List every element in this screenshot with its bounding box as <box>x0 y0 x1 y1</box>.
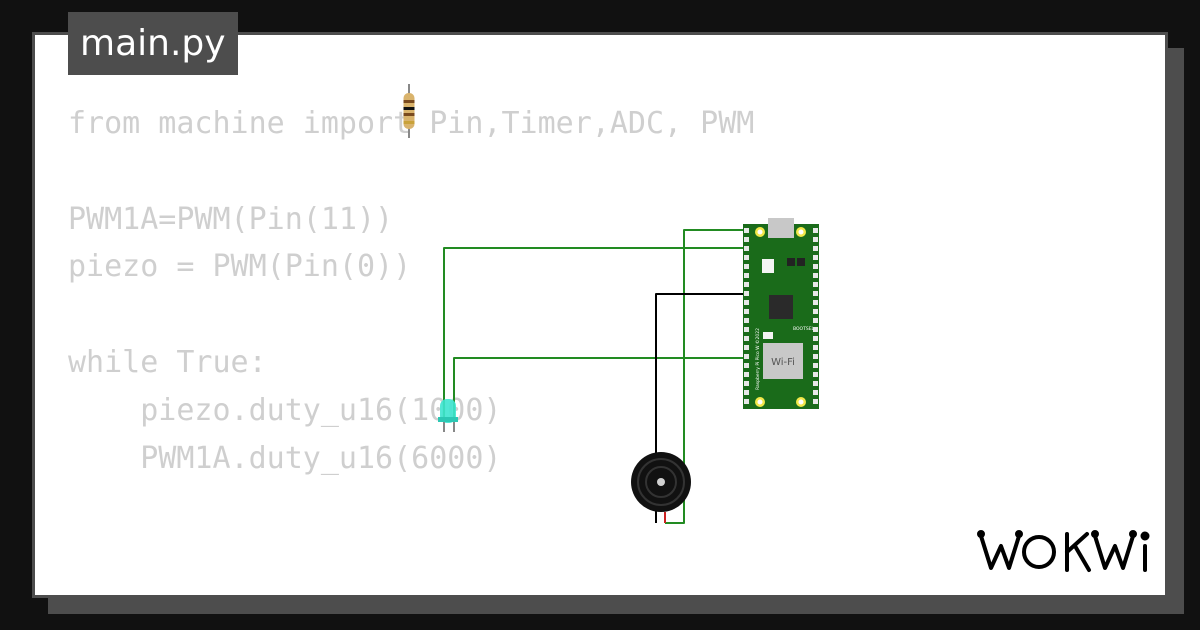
board-side-label: Raspberry Pi Pico W ©2022 <box>754 328 761 390</box>
wifi-label: Wi-Fi <box>771 357 795 368</box>
bootsel-label: BOOTSEL <box>793 326 815 332</box>
wifi-module <box>763 343 803 379</box>
bootsel-button[interactable] <box>762 259 774 273</box>
code-line: piezo = PWM(Pin(0)) <box>68 249 412 285</box>
code-line: from machine import Pin,Timer,ADC, PWM <box>68 106 755 141</box>
usb-port <box>768 218 794 238</box>
buzzer[interactable] <box>631 452 691 512</box>
wokwi-logo <box>975 524 1155 580</box>
wire-black-buzzer <box>655 293 748 523</box>
code-line: PWM1A.duty_u16(6000) <box>68 440 502 476</box>
pico-w-board[interactable]: BOOTSEL Wi-Fi Raspberry Pi Pico W ©2022 <box>743 218 819 409</box>
board-pins-right <box>813 228 818 404</box>
preview-card <box>32 32 1168 598</box>
wokwi-logo-mark <box>977 530 1150 572</box>
code-block: from machine import Pin,Timer,ADC, PWM PW… <box>68 100 754 482</box>
board-pins-left <box>744 228 749 404</box>
resistor[interactable] <box>403 84 415 138</box>
code-line: PWM1A=PWM(Pin(11)) <box>68 201 394 237</box>
led[interactable] <box>438 399 458 432</box>
file-tab[interactable]: main.py <box>68 12 238 75</box>
rp2040-chip <box>769 295 793 319</box>
code-line: while True: <box>68 344 267 380</box>
wire-green-led-bottom <box>453 357 748 432</box>
wire-green-buzzer <box>665 229 748 524</box>
wire-green-led-top <box>443 247 748 432</box>
